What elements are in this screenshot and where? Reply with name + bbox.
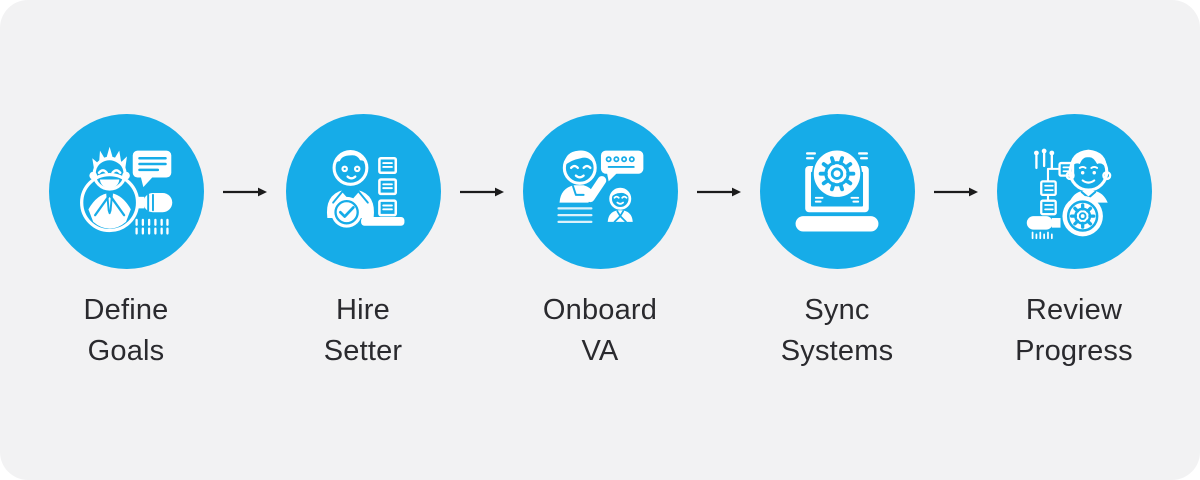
step-label-line2: Progress (1015, 335, 1133, 367)
step-sync-systems: Sync Systems (742, 114, 932, 372)
step-circle (285, 114, 441, 269)
step-label-line2: Systems (780, 335, 894, 367)
step-label-line1: Define (83, 294, 169, 326)
person-gear-magnifier-icon (1026, 148, 1112, 239)
laptop-gear-icon (795, 148, 879, 232)
step-label: Hire Setter (324, 290, 403, 372)
right-arrow-icon (222, 187, 267, 196)
flow-connector (458, 114, 505, 269)
waving-person-chat-icon (557, 149, 644, 223)
step-circle (996, 114, 1152, 269)
step-review-progress: Review Progress (979, 114, 1169, 372)
step-circle (48, 114, 204, 269)
right-arrow-icon (459, 187, 504, 196)
step-hire-setter: Hire Setter (268, 114, 458, 372)
step-label-line1: Sync (804, 294, 870, 326)
step-onboard-va: Onboard VA (505, 114, 695, 372)
right-arrow-icon (933, 187, 978, 196)
step-label-line1: Hire (336, 294, 390, 326)
step-label: Review Progress (1015, 290, 1133, 372)
step-label-line2: Setter (323, 335, 403, 367)
process-flow: Define Goals (31, 114, 1169, 372)
step-circle (759, 114, 915, 269)
flow-connector (932, 114, 979, 269)
step-label: Sync Systems (781, 290, 894, 372)
person-magnifier-chat-icon (80, 146, 173, 235)
step-label-line2: VA (581, 335, 619, 367)
flow-connector (695, 114, 742, 269)
step-label-line2: Goals (87, 335, 165, 367)
step-label: Define Goals (83, 290, 168, 372)
step-define-goals: Define Goals (31, 114, 221, 372)
step-label-line1: Onboard (542, 294, 658, 326)
candidate-check-documents-icon (326, 149, 405, 228)
right-arrow-icon (696, 187, 741, 196)
step-label-line1: Review (1025, 294, 1123, 326)
step-circle (522, 114, 678, 269)
step-label: Onboard VA (543, 290, 657, 372)
flow-connector (221, 114, 268, 269)
